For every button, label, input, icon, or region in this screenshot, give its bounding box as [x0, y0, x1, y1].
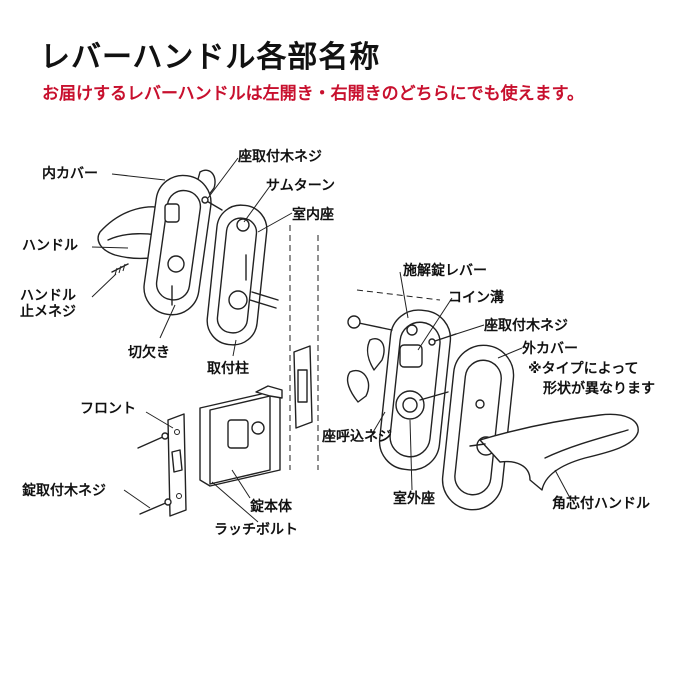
label-handle-screw-2: 止メネジ	[20, 304, 76, 320]
inner-rose-wood-screw	[201, 196, 223, 211]
label-lock-wood-screw: 錠取付木ネジ	[22, 483, 106, 499]
page-title: レバーハンドル各部名称	[40, 40, 381, 75]
leader-lines	[91, 157, 571, 523]
door-outline	[289, 225, 441, 470]
label-inner-rose: 室内座	[292, 207, 334, 223]
door-bore-pieces	[346, 338, 385, 403]
label-inner-cover: 内カバー	[42, 166, 98, 182]
latch-body	[199, 385, 283, 487]
label-inner-wood-screw: 座取付木ネジ	[238, 149, 322, 165]
label-outer-wood-screw: 座取付木ネジ	[484, 318, 568, 334]
outer-cover	[441, 344, 515, 511]
label-outer-cover: 外カバー	[522, 341, 578, 357]
page-subtitle: お届けするレバーハンドルは左開き・右開きのどちらにでも使えます。	[42, 84, 584, 104]
label-rose-screw: 座呼込ネジ	[322, 429, 392, 445]
lock-wood-screws	[137, 432, 172, 515]
label-type-note-1: ※タイプによって	[528, 361, 639, 377]
inner-cover	[143, 174, 212, 316]
label-latch-bolt: ラッチボルト	[214, 522, 298, 538]
label-outer-rose: 室外座	[393, 491, 435, 507]
label-handle: ハンドル	[22, 238, 78, 254]
outer-rose	[347, 309, 452, 471]
label-notch: 切欠き	[128, 345, 170, 361]
label-lock-body: 錠本体	[250, 499, 292, 515]
label-thumb-turn: サムターン	[266, 178, 336, 194]
label-front: フロント	[80, 401, 136, 417]
label-mounting-post: 取付柱	[207, 361, 249, 377]
label-lock-lever: 施解錠レバー	[403, 263, 487, 279]
inner-rose	[206, 204, 279, 346]
outer-handle	[469, 413, 639, 491]
handle-set-screw	[111, 263, 129, 276]
strike-plate	[293, 345, 313, 429]
label-coin-slot: コイン溝	[448, 290, 504, 306]
label-type-note-2: 形状が異なります	[543, 381, 655, 397]
label-handle-screw-1: ハンドル	[20, 288, 76, 304]
front-plate	[167, 413, 187, 517]
label-square-spindle-handle: 角芯付ハンドル	[552, 496, 650, 512]
